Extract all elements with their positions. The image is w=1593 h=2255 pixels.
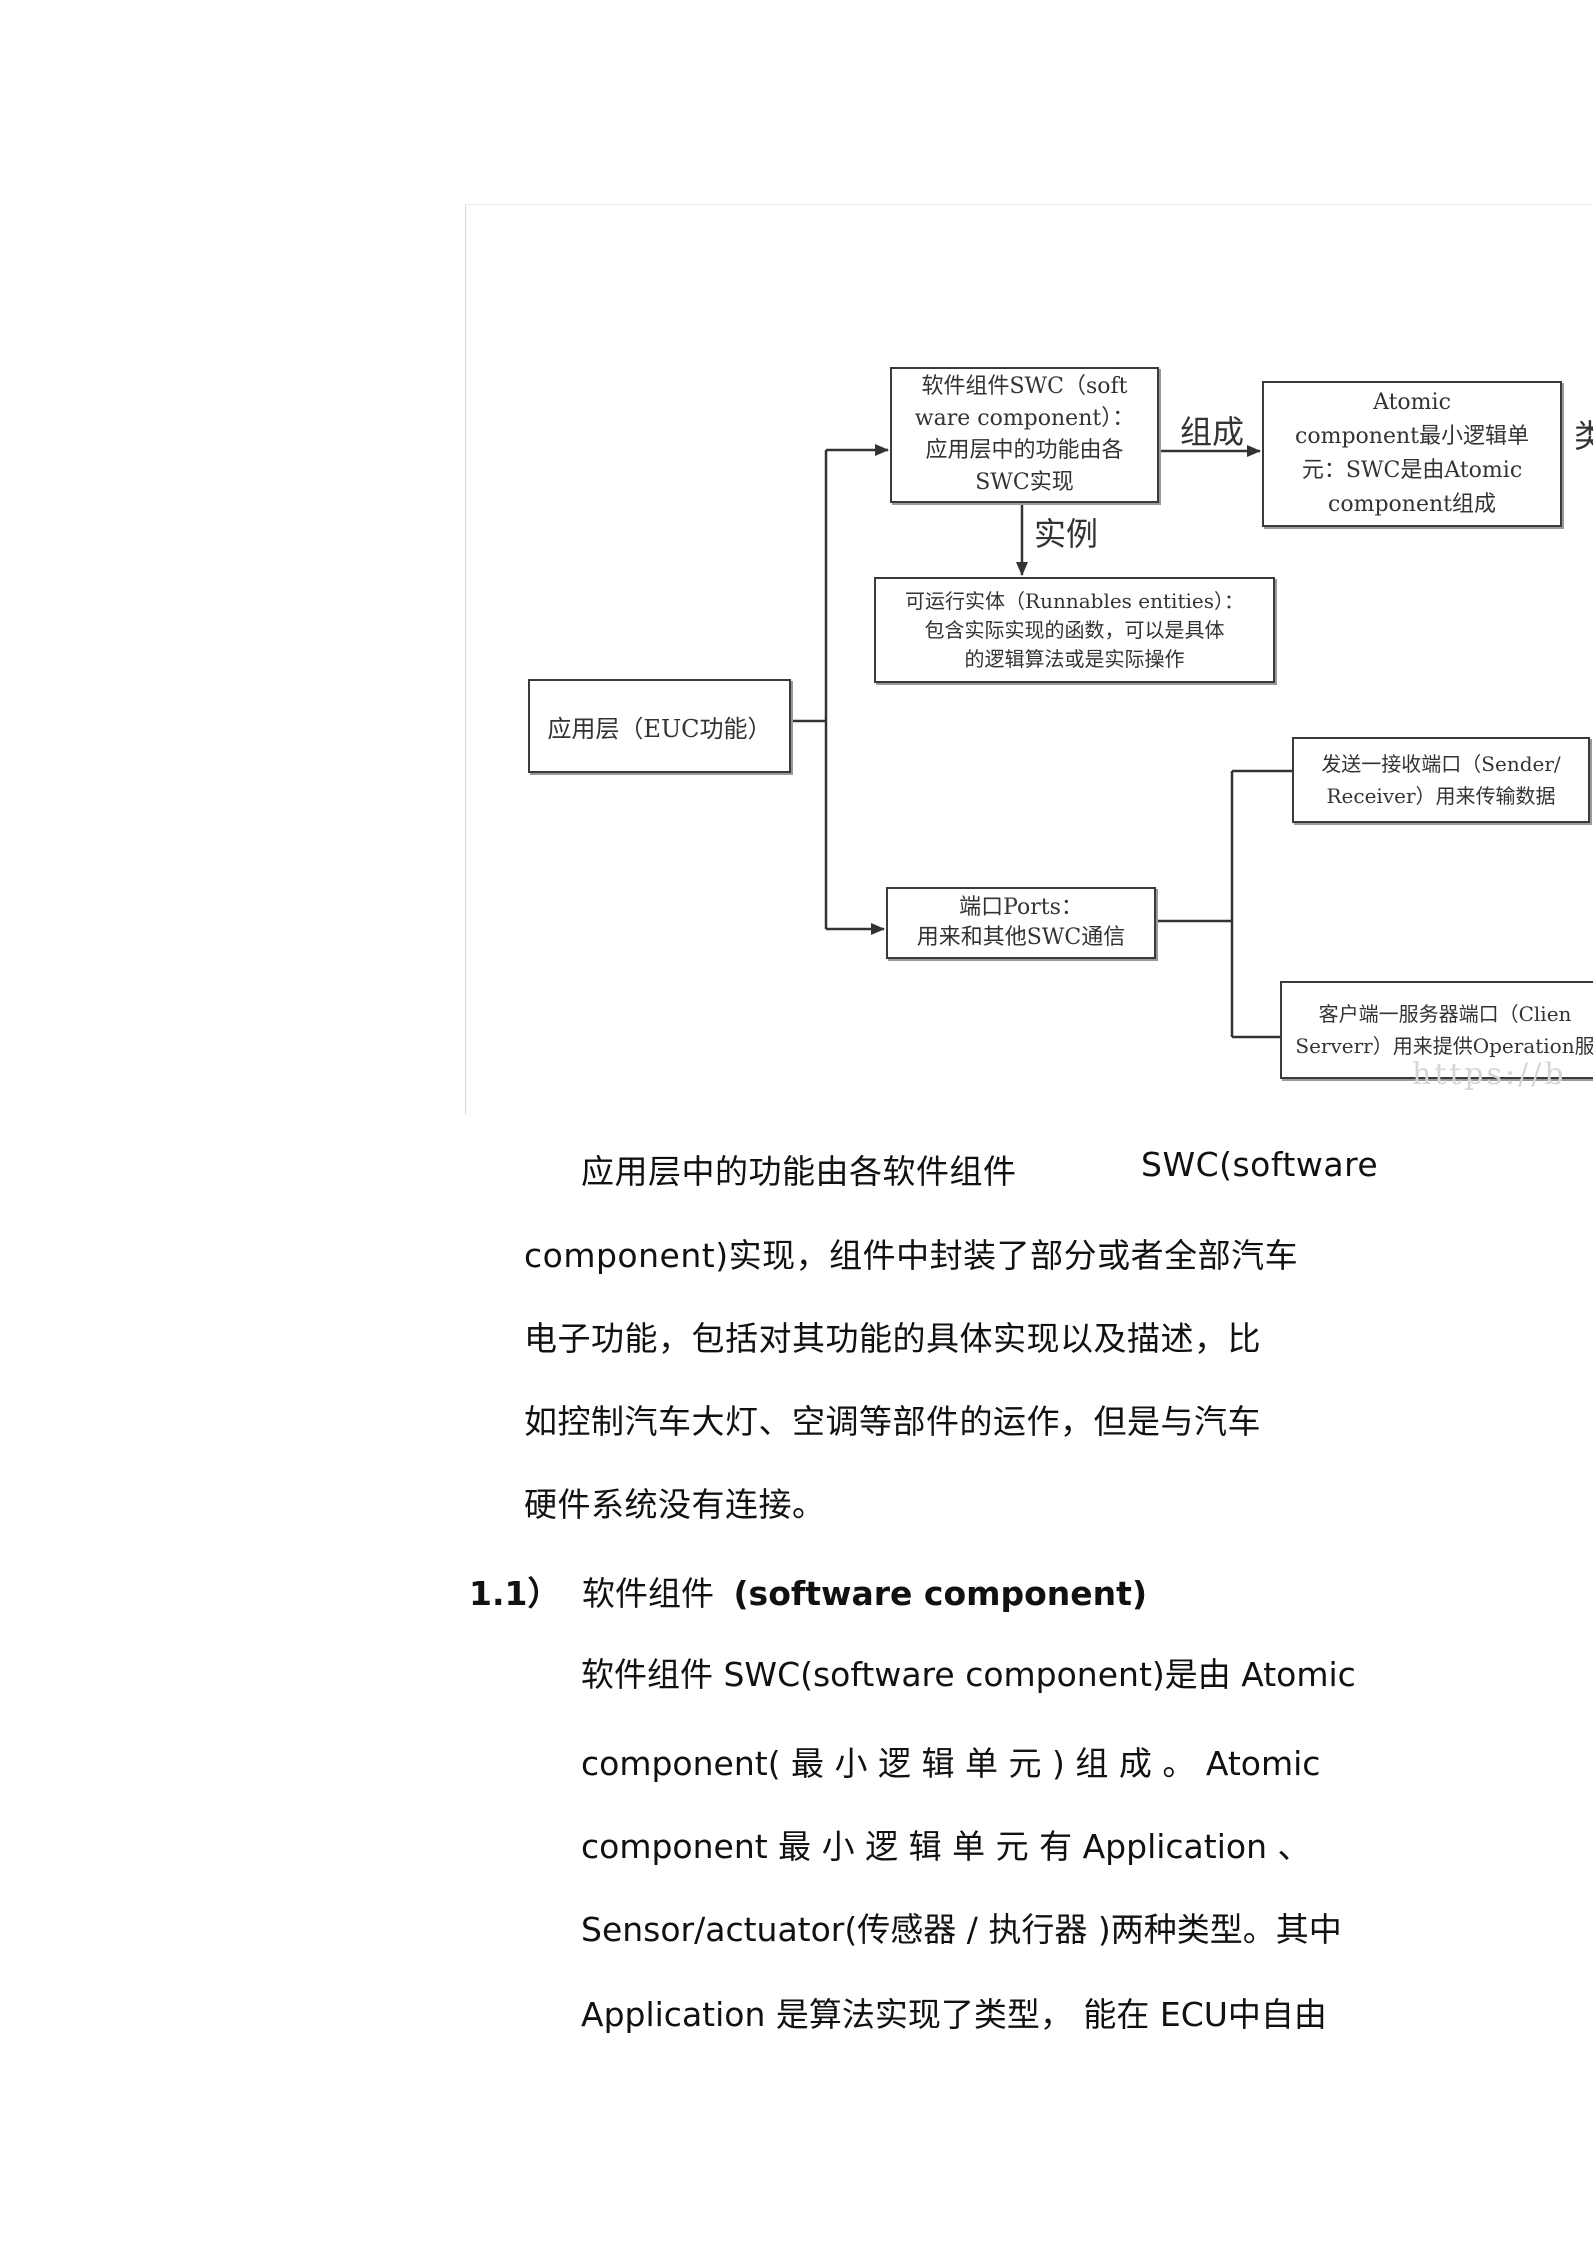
sender-receiver-box: 发送一接收端口（Sender/ Receiver）用来传输数据 <box>1292 737 1590 823</box>
para1-line-3: 电子功能，包括对其功能的具体实现以及描述，比 <box>524 1319 1261 1358</box>
runnables-line-3: 的逻辑算法或是实际操作 <box>964 646 1185 671</box>
para2-line-5: Application 是算法实现了类型， 能在 ECU中自由 <box>581 1995 1327 2034</box>
runnables-line-1: 可运行实体（Runnables entities）： <box>905 588 1244 613</box>
swc-line-4: SWC实现 <box>975 470 1074 495</box>
atomic-line-4: component组成 <box>1328 492 1496 517</box>
atomic-line-2: component最小逻辑单 <box>1295 424 1529 449</box>
para1-line-4: 如控制汽车大灯、空调等部件的运作，但是与汽车 <box>524 1402 1261 1441</box>
runnables-box: 可运行实体（Runnables entities）： 包含实际实现的函数，可以是… <box>874 577 1275 683</box>
heading-zh: 软件组件 <box>581 1574 714 1613</box>
runnables-line-2: 包含实际实现的函数，可以是具体 <box>924 617 1225 642</box>
para1-line-1b: SWC(software <box>1141 1145 1379 1184</box>
client-line-1: 客户端一服务器端口（Clien <box>1318 1002 1572 1026</box>
client-line-2: Serverr）用来提供Operation服 <box>1295 1034 1593 1058</box>
connector-lines <box>791 444 1292 1039</box>
compose-label: 组成 <box>1180 413 1245 451</box>
para2-line-4: Sensor/actuator(传感器 / 执行器 )两种类型。其中 <box>581 1910 1342 1949</box>
para1-line-1a: 应用层中的功能由各软件组件 <box>581 1152 1017 1191</box>
sender-line-1: 发送一接收端口（Sender/ <box>1321 752 1561 776</box>
heading-number: 1.1） <box>469 1574 561 1613</box>
ports-box: 端口Ports： 用来和其他SWC通信 <box>886 887 1156 959</box>
para1-line-2: component)实现，组件中封装了部分或者全部汽车 <box>524 1236 1299 1275</box>
swc-line-1: 软件组件SWC（soft <box>921 374 1128 399</box>
heading-en: (software component) <box>733 1574 1148 1613</box>
swc-line-3: 应用层中的功能由各 <box>925 438 1124 463</box>
atomic-line-3: 元：SWC是由Atomic <box>1301 458 1523 483</box>
app-layer-text: 应用层（EUC功能） <box>547 714 772 743</box>
client-server-box: 客户端一服务器端口（Clien Serverr）用来提供Operation服 <box>1280 981 1593 1079</box>
architecture-diagram: 应用层（EUC功能） 软件组件SWC（soft ware component）：… <box>465 204 1593 1115</box>
ports-line-1: 端口Ports： <box>959 895 1083 920</box>
sender-line-2: Receiver）用来传输数据 <box>1326 784 1556 808</box>
ports-line-2: 用来和其他SWC通信 <box>916 925 1126 950</box>
para1-line-5: 硬件系统没有连接。 <box>524 1485 826 1524</box>
instance-label: 实例 <box>1034 515 1099 553</box>
para2-line-1: 软件组件 SWC(software component)是由 Atomic <box>581 1655 1356 1694</box>
para2-line-2: component( 最 小 逻 辑 单 元 ) 组 成 。 Atomic <box>581 1744 1321 1783</box>
app-layer-box: 应用层（EUC功能） <box>528 679 791 773</box>
atomic-line-1: Atomic <box>1373 390 1451 415</box>
watermark: https://b <box>1412 1057 1567 1092</box>
atomic-component-box: Atomic component最小逻辑单 元：SWC是由Atomic comp… <box>1262 381 1562 527</box>
para2-line-3: component 最 小 逻 辑 单 元 有 Application 、 <box>581 1827 1311 1866</box>
section-heading: 1.1） 软件组件 (software component) <box>469 1567 1147 1615</box>
swc-line-2: ware component）： <box>914 406 1135 431</box>
cut-off-label: 类 <box>1574 411 1593 457</box>
swc-box: 软件组件SWC（soft ware component）： 应用层中的功能由各 … <box>890 367 1159 503</box>
